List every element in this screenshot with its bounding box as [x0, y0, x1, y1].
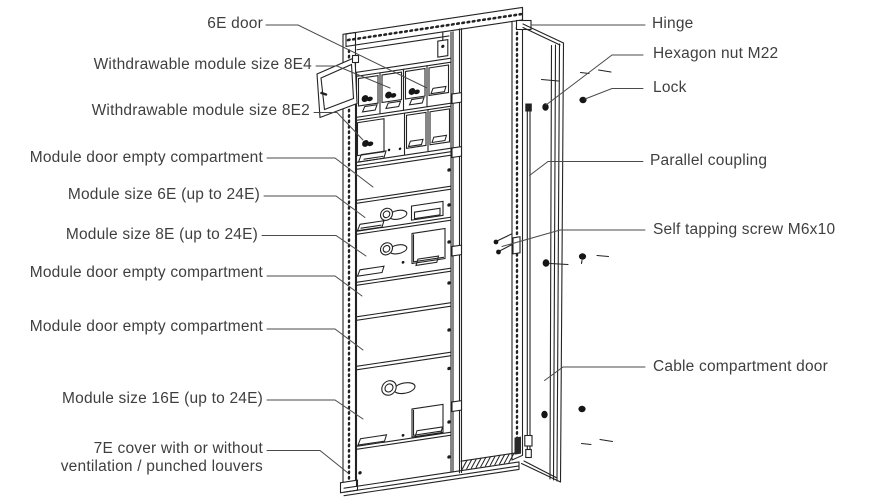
- self-tapping-screws: [493, 233, 514, 255]
- leader-lines: [261, 24, 646, 474]
- leader-self-tapping-screw: [501, 229, 646, 247]
- label-7e-cover: 7E cover with or without ventilation / p…: [60, 440, 263, 475]
- leader-hexagon-nut: [545, 54, 644, 106]
- module-handle-knobs: [361, 88, 420, 102]
- leader-size-6e: [263, 195, 366, 218]
- label-empty-compartment-3: Module door empty compartment: [29, 318, 263, 335]
- top-latch: [437, 31, 449, 58]
- panel-screw-dots: [358, 168, 451, 475]
- cabinet-front: [339, 6, 524, 497]
- label-self-tapping-screw: Self tapping screw M6x10: [653, 221, 836, 238]
- label-empty-compartment-1: Module door empty compartment: [29, 149, 263, 166]
- label-module-size-16e: Module size 16E (up to 24E): [62, 390, 263, 407]
- label-module-size-8e: Module size 8E (up to 24E): [65, 226, 258, 243]
- leader-parallel-coupling: [529, 161, 644, 176]
- label-module-8e2: Withdrawable module size 8E2: [91, 102, 310, 119]
- leader-size-8e: [261, 235, 367, 257]
- cable-compartment-door: [515, 19, 565, 483]
- label-hinge: Hinge: [652, 15, 694, 32]
- base-rail-vents: [343, 452, 520, 497]
- label-empty-compartment-2: Module door empty compartment: [29, 264, 263, 281]
- leader-module-8e4: [315, 65, 391, 89]
- left-frame-post: [339, 31, 359, 494]
- label-lock: Lock: [653, 79, 687, 96]
- leader-lock: [584, 88, 644, 100]
- leader-6e-door: [265, 24, 428, 89]
- panel-16e-details: [357, 380, 444, 446]
- parallel-coupling-rod: [524, 103, 533, 459]
- module-panel-stack: [355, 151, 452, 487]
- leader-module-8e2: [313, 112, 364, 141]
- label-hexagon-nut: Hexagon nut M22: [653, 45, 779, 62]
- lock-hardware-middle: [542, 253, 610, 267]
- leader-empty-2: [266, 275, 363, 297]
- right-inner-edge: [450, 28, 463, 474]
- leader-empty-3: [266, 328, 364, 351]
- lock-hardware-bottom: [541, 405, 614, 446]
- leader-size-16e: [266, 399, 364, 420]
- label-cable-compartment-door: Cable compartment door: [653, 358, 828, 375]
- label-parallel-coupling: Parallel coupling: [650, 152, 768, 169]
- 6e-door-open: [316, 54, 360, 119]
- leader-empty-1: [266, 157, 374, 188]
- leader-cable-door: [544, 366, 646, 381]
- label-6e-door: 6E door: [207, 15, 263, 32]
- label-module-size-6e: Module size 6E (up to 24E): [67, 186, 260, 203]
- top-rail: [345, 6, 524, 51]
- right-frame-post: [511, 6, 524, 461]
- panel-8e-details: [356, 227, 446, 277]
- label-module-8e4: Withdrawable module size 8E4: [93, 56, 312, 73]
- module-row-8e4: [355, 57, 452, 163]
- module-row-8e2: [355, 108, 452, 163]
- panel-6e-details: [356, 200, 444, 232]
- leader-7e-cover: [266, 450, 349, 474]
